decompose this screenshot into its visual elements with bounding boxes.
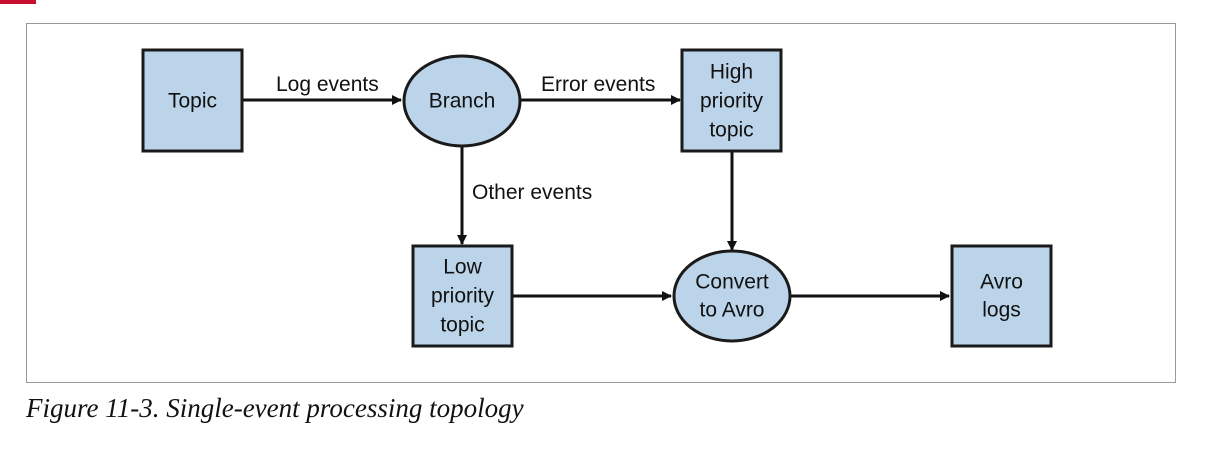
node-avro-logs: Avro logs	[950, 244, 1053, 348]
node-topic-label: Topic	[168, 90, 217, 113]
figure-frame	[26, 23, 1176, 383]
node-branch: Branch	[402, 54, 522, 148]
node-avro-logs-line-1: Avro	[980, 271, 1023, 294]
node-high-priority-line-2: priority	[700, 90, 764, 113]
figure-caption: Figure 11-3. Single-event processing top…	[26, 393, 524, 423]
node-low-priority-line-2: priority	[431, 285, 495, 308]
node-high-priority-line-3: topic	[709, 119, 753, 142]
edge-label-other-events: Other events	[472, 181, 592, 204]
node-convert-to-avro: Convert to Avro	[672, 249, 792, 343]
top-accent-bar	[0, 0, 36, 4]
node-convert-line-1: Convert	[695, 271, 769, 294]
node-convert-line-2: to Avro	[700, 299, 765, 322]
node-branch-label: Branch	[429, 90, 496, 113]
node-high-priority-line-1: High	[710, 61, 753, 84]
node-low-priority-topic: Low priority topic	[411, 244, 514, 348]
node-high-priority-topic: High priority topic	[680, 48, 783, 153]
node-low-priority-line-3: topic	[440, 314, 484, 337]
edge-label-error-events: Error events	[541, 73, 655, 96]
node-low-priority-line-1: Low	[443, 256, 482, 279]
node-topic: Topic	[141, 48, 244, 153]
edge-label-log-events: Log events	[276, 73, 379, 96]
node-avro-logs-line-2: logs	[982, 299, 1021, 322]
